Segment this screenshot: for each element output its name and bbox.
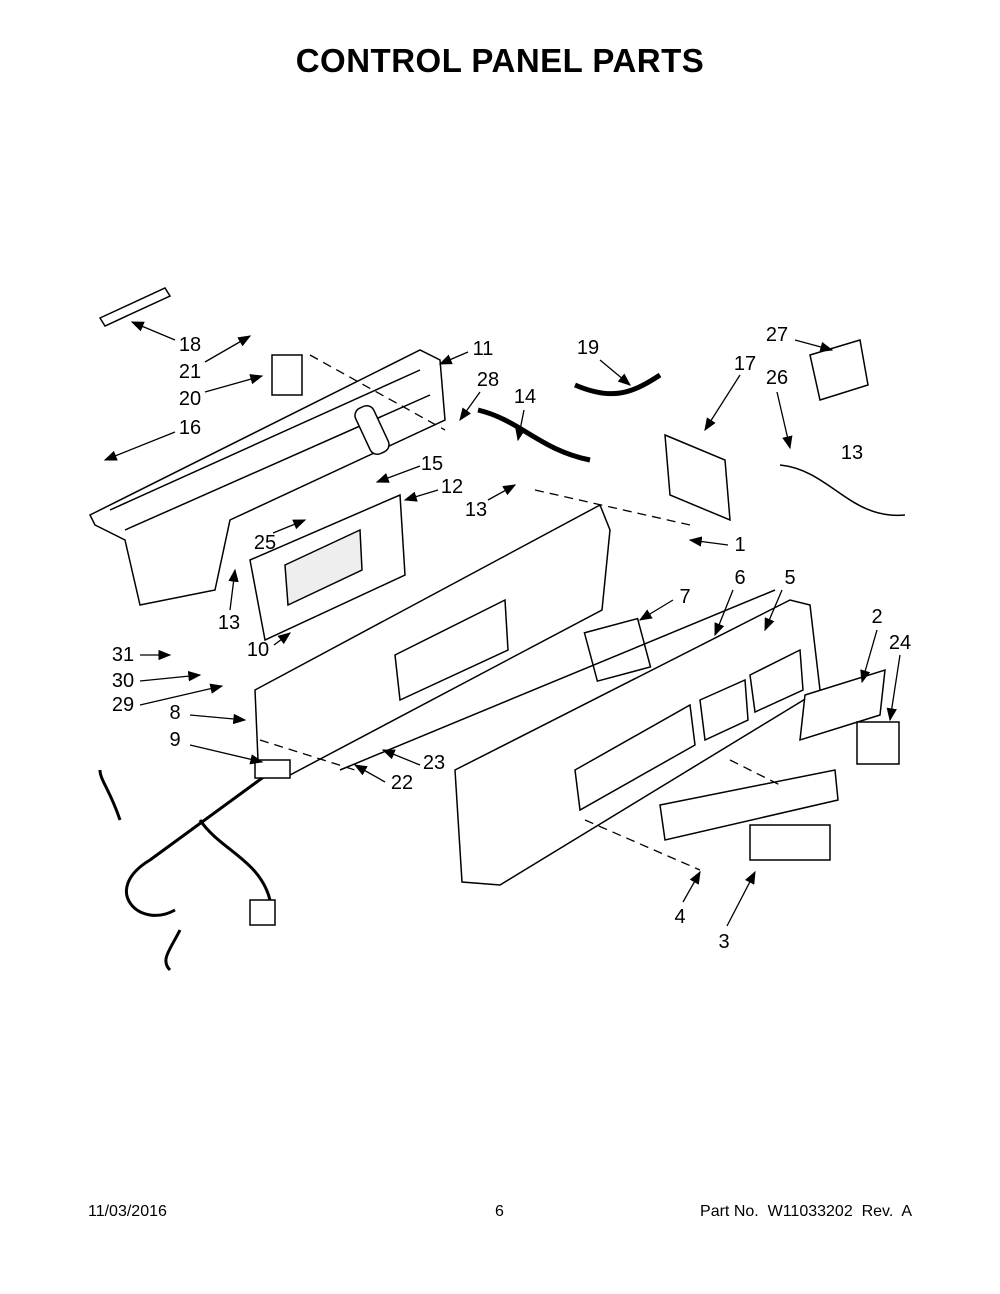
callout-label: 15 [420,453,444,475]
callout-label: 18 [178,334,202,356]
callout-label: 26 [765,367,789,389]
part-24 [856,721,900,765]
callout-label: 29 [111,694,135,716]
callout-label: 13 [464,499,488,521]
page-title: CONTROL PANEL PARTS [295,42,705,79]
callout-label: 7 [679,586,691,608]
callout-label: 25 [253,532,277,554]
callout-label: 30 [111,670,135,692]
callout-label: 27 [765,324,789,346]
callout-label: 5 [784,567,796,589]
callout-label: 2 [871,606,883,628]
callout-label: 3 [718,931,730,953]
callout-label: 4 [674,906,686,928]
callout-label: 11 [472,338,494,360]
footer-part-number: Part No. W11033202 Rev. A [700,1203,912,1220]
footer-date: 11/03/2016 [88,1203,167,1220]
callout-label: 13 [840,442,864,464]
callout-label: 22 [390,772,414,794]
user-interface-board [664,433,731,522]
overlay [799,668,886,742]
callout-label: 31 [111,644,135,666]
light-pipe [339,589,776,771]
callout-label: 24 [888,632,912,654]
callout-label: 20 [178,388,202,410]
part-27 [809,339,869,401]
callout-label: 10 [246,639,270,661]
part-3 [659,769,839,841]
callout-label: 12 [440,476,464,498]
harness-26 [779,464,906,516]
callout-label: 16 [178,417,202,439]
callout-label: 9 [169,729,181,751]
callout-label: 1 [734,534,746,556]
callout-label: 14 [513,386,537,408]
callout-label: 17 [733,353,757,375]
callout-label: 6 [734,567,746,589]
harness-14 [477,407,591,463]
footer-page-number: 6 [495,1203,504,1220]
cable-tie [98,287,172,327]
callout-label: 28 [476,369,500,391]
callout-label: 21 [178,361,202,383]
callout-label: 13 [217,612,241,634]
callout-label: 23 [422,752,446,774]
harness-19 [574,372,662,397]
keypad [583,617,652,683]
callout-label: 8 [169,702,181,724]
wire-harness [98,763,281,972]
callout-label: 19 [576,337,600,359]
part-20 [271,354,303,396]
